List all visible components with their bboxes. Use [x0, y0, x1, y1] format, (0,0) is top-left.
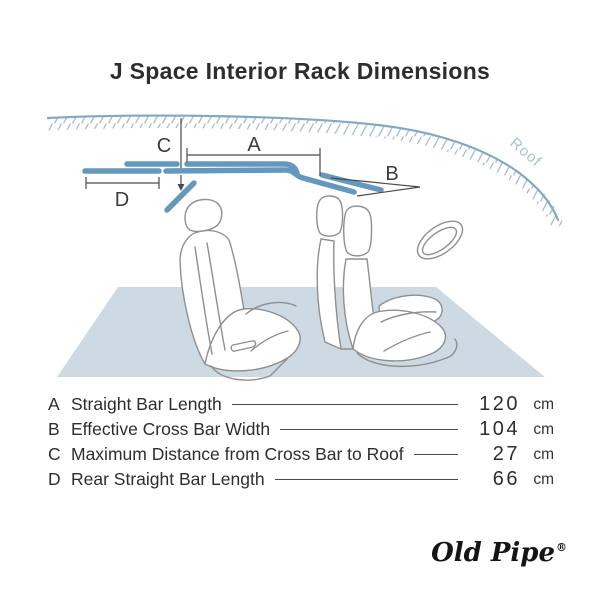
car-seats	[179, 195, 464, 381]
steering-wheel-icon	[416, 220, 464, 260]
label-c: C	[157, 135, 171, 157]
label-d: D	[115, 189, 129, 211]
row-letter: B	[48, 419, 60, 439]
row-leader-line	[413, 454, 458, 455]
row-letter: D	[48, 469, 61, 489]
seat-right-headrest-rear	[316, 195, 344, 237]
row-letter: C	[48, 444, 61, 464]
seat-left-cushion	[204, 308, 301, 372]
rear-straight-bar	[82, 167, 357, 195]
dim-leader-b	[330, 177, 421, 197]
row-label: Straight Bar Length	[71, 394, 222, 414]
row-label: Maximum Distance from Cross Bar to Roof	[71, 444, 404, 464]
brand-name: Old Pipe	[431, 538, 555, 568]
row-leader-line	[231, 404, 458, 405]
dim-line-a	[186, 148, 321, 176]
seat-right-cushion-front	[352, 309, 447, 362]
dim-line-d	[85, 177, 160, 189]
dimension-list: A Straight Bar Length 120 cm B Effective…	[48, 392, 554, 492]
roof-hatching	[47, 116, 564, 229]
registered-mark-icon: ®	[556, 541, 567, 555]
seat-right	[316, 195, 458, 368]
seat-left-handle	[230, 340, 257, 352]
dim-arrow-c	[177, 184, 185, 191]
row-label: Effective Cross Bar Width	[71, 419, 271, 439]
label-a: A	[247, 134, 261, 156]
row-value: 104	[479, 418, 520, 440]
row-leader-line	[280, 429, 458, 430]
row-value: 120	[479, 393, 520, 415]
row-label: Rear Straight Bar Length	[71, 469, 265, 489]
rear-cross-bar	[164, 180, 197, 213]
row-unit: cm	[533, 395, 554, 413]
dimension-row-a: A Straight Bar Length 120 cm	[48, 392, 554, 417]
brand-logo: Old Pipe®	[431, 538, 567, 568]
row-value: 66	[492, 468, 520, 490]
seat-left-base	[210, 358, 288, 381]
floor-mat	[57, 287, 545, 377]
rack-bars	[82, 161, 384, 213]
label-b: B	[385, 163, 398, 185]
dimension-row-d: D Rear Straight Bar Length 66 cm	[48, 467, 554, 492]
seat-right-base	[356, 338, 458, 368]
row-unit: cm	[533, 445, 554, 463]
dimension-labels: A B C D	[115, 134, 399, 211]
row-leader-line	[274, 479, 458, 480]
seat-left	[179, 198, 301, 381]
row-value: 27	[492, 443, 520, 465]
page-title: J Space Interior Rack Dimensions	[109, 58, 491, 84]
seat-right-headrest-front	[343, 205, 373, 257]
roof-label: Roof	[507, 134, 545, 170]
row-unit: cm	[533, 420, 554, 438]
row-unit: cm	[533, 470, 554, 488]
row-letter: A	[48, 394, 60, 414]
roof-line	[46, 114, 560, 222]
dimension-row-b: B Effective Cross Bar Width 104 cm	[48, 417, 554, 442]
seat-right-seams	[340, 311, 437, 352]
seat-left-seams	[194, 242, 297, 355]
seat-left-headrest	[184, 198, 223, 233]
dimension-row-c: C Maximum Distance from Cross Bar to Roo…	[48, 442, 554, 467]
